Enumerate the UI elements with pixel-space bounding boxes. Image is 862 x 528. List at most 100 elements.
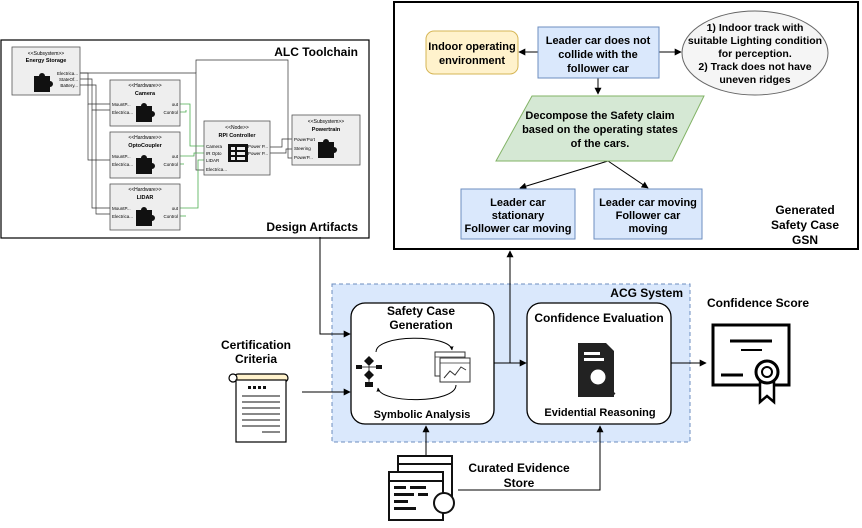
confidence-evaluation-box: Confidence Evaluation Evidential Reasoni…	[526, 302, 672, 425]
opto-port: Control	[163, 162, 178, 167]
powertrain-port: PowerP...	[294, 155, 313, 160]
powertrain-stereotype: <<Subsystem>>	[308, 119, 344, 125]
certification-label: Criteria	[235, 352, 277, 366]
gsn-panel: Generated Safety Case GSN Indoor operati…	[393, 1, 859, 250]
subgoal-right-text: moving	[628, 223, 667, 235]
powertrain-port: PowerPort	[294, 137, 316, 142]
gsn-label: Generated	[775, 203, 834, 217]
assumption-text: for perception.	[718, 48, 792, 60]
evidence-label: Store	[504, 476, 535, 490]
camera-block: <<Hardware>> Camera MountP... Electrica.…	[109, 79, 181, 127]
assumption-text: suitable Lighting condition	[688, 35, 822, 47]
rpi-port: Camera	[206, 144, 223, 149]
subgoal-right-text: Leader car moving	[599, 197, 697, 209]
rpi-port: LIDAR	[206, 158, 220, 163]
lidar-port: Electrica...	[112, 214, 133, 219]
subgoal-left-text: Follower car moving	[465, 223, 572, 235]
safety-case-generation-box: Safety Case Generation Symbolic Analysis	[350, 302, 495, 425]
certificate-icon	[711, 323, 791, 405]
goal-text: Leader car does not	[546, 35, 651, 47]
flow-arrows	[302, 237, 707, 491]
strategy-text: of the cars.	[571, 138, 630, 150]
camera-port: Control	[163, 110, 178, 115]
confidence-title: Confidence Evaluation	[534, 311, 663, 325]
certification-label: Certification	[221, 338, 291, 352]
subgoal-right-text: Follower car	[616, 210, 682, 222]
alc-title: ALC Toolchain	[274, 45, 358, 59]
curated-evidence-store: Curated Evidence Store	[388, 455, 570, 521]
strategy-node: Decompose the Safety claim based on the …	[495, 95, 705, 162]
subgoal-left-text: stationary	[492, 210, 545, 222]
rpi-port: Electrica...	[206, 167, 227, 172]
camera-port: MountP...	[112, 102, 131, 107]
camera-stereotype: <<Hardware>>	[128, 83, 161, 89]
assumption-text: 2) Track does not have	[698, 61, 811, 73]
gsn-label: Safety Case	[771, 218, 839, 232]
document-search-icon	[578, 343, 616, 397]
goal-text: collide with the	[558, 49, 637, 61]
rpi-port: Power P...	[248, 144, 268, 149]
goal-text: follower car	[567, 63, 629, 75]
symbolic-analysis-label: Symbolic Analysis	[374, 409, 471, 421]
subgoal-right-node: Leader car moving Follower car moving	[593, 188, 703, 240]
powertrain-block: <<Subsystem>> Powertrain PowerPort Steer…	[291, 114, 361, 166]
lidar-name: LIDAR	[137, 195, 154, 201]
chart-window-icon	[434, 351, 471, 383]
subgoal-left-node: Leader car stationary Follower car movin…	[460, 188, 576, 240]
acg-title: ACG System	[610, 286, 683, 300]
flowchart-icon	[356, 356, 382, 387]
context-text: Indoor operating	[428, 41, 515, 53]
gsn-connectors	[518, 48, 682, 190]
strategy-text: based on the operating states	[522, 124, 678, 136]
rpi-port: IR Opto	[206, 151, 222, 156]
opto-port: out	[172, 154, 179, 159]
energy-port: Battery...	[60, 83, 78, 88]
assumption-node: 1) Indoor track with suitable Lighting c…	[681, 10, 829, 96]
energy-port: Electrica...	[57, 71, 78, 76]
context-node: Indoor operating environment	[425, 30, 519, 75]
camera-port: Electrica...	[112, 110, 133, 115]
energy-port: StateOf...	[59, 77, 78, 82]
alc-toolchain-panel: ALC Toolchain Design Artifacts <<Sub	[0, 39, 370, 239]
acg-system-panel: ACG System Safety Case Generation Symbol…	[331, 283, 691, 443]
code-window-icon	[388, 455, 455, 521]
scroll-document-icon	[228, 373, 289, 443]
optocoupler-block: <<Hardware>> OptoCoupler MountP... Elect…	[109, 131, 181, 179]
rpi-stereotype: <<Node>>	[225, 125, 249, 131]
gsn-label: GSN	[792, 233, 818, 247]
generation-title: Safety Case	[387, 304, 455, 318]
context-text: environment	[439, 55, 505, 67]
confidence-score-label: Confidence Score	[707, 296, 809, 310]
controller-icon	[228, 144, 248, 162]
rpi-name: RPI Controller	[219, 133, 257, 139]
rpi-port: Power P...	[248, 151, 268, 156]
generation-title: Generation	[389, 318, 452, 332]
alc-wires	[80, 59, 292, 215]
opto-name: OptoCoupler	[128, 143, 162, 149]
lidar-port: Control	[163, 214, 178, 219]
evidential-reasoning-label: Evidential Reasoning	[544, 407, 655, 419]
subgoal-left-text: Leader car	[490, 197, 546, 209]
alc-green-wires	[180, 103, 204, 217]
lidar-port: out	[172, 206, 179, 211]
design-artifacts-label: Design Artifacts	[266, 220, 358, 234]
assumption-text: uneven ridges	[719, 74, 790, 86]
lidar-block: <<Hardware>> LIDAR MountP... Electrica..…	[109, 183, 181, 231]
powertrain-name: Powertrain	[312, 127, 341, 133]
evidence-label: Curated Evidence	[468, 461, 570, 475]
opto-stereotype: <<Hardware>>	[128, 135, 161, 141]
camera-name: Camera	[135, 91, 156, 97]
opto-port: MountP...	[112, 154, 131, 159]
assumption-text: 1) Indoor track with	[707, 22, 804, 34]
confidence-score: Confidence Score	[707, 296, 809, 405]
opto-port: Electrica...	[112, 162, 133, 167]
camera-port: out	[172, 102, 179, 107]
energy-name: Energy Storage	[26, 58, 67, 64]
energy-stereotype: <<Subsystem>>	[28, 51, 64, 57]
energy-storage-block: <<Subsystem>> Energy Storage Electrica..…	[11, 46, 81, 96]
top-goal-node: Leader car does not collide with the fol…	[537, 26, 660, 79]
certification-criteria: Certification Criteria	[221, 338, 291, 443]
strategy-text: Decompose the Safety claim	[525, 110, 674, 122]
powertrain-port: Steering	[294, 146, 311, 151]
